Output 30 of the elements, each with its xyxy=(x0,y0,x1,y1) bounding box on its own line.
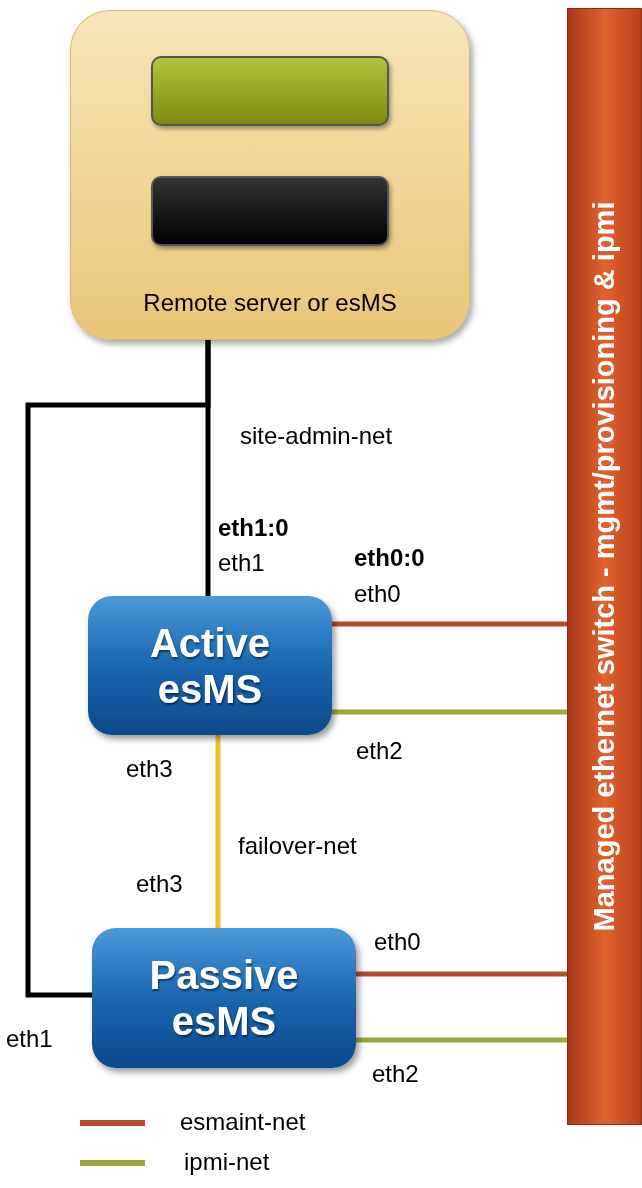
switch-label: Managed ethernet switch - mgmt/provisioning & ipmi xyxy=(588,201,621,932)
switch-bar xyxy=(567,8,642,1125)
network-line xyxy=(25,340,211,998)
network-line xyxy=(356,1037,567,1043)
network-line xyxy=(332,621,567,627)
network-line xyxy=(356,971,567,977)
server-name: Passive esMS xyxy=(148,952,300,1044)
server-box xyxy=(88,596,332,735)
network-line xyxy=(332,709,567,715)
interface-label: eth3 xyxy=(126,755,173,783)
server-box xyxy=(92,928,356,1068)
interface-label: eth0 xyxy=(354,580,401,608)
network-line xyxy=(215,735,221,928)
interface-label: eth3 xyxy=(136,870,183,898)
interface-label: eth0 xyxy=(374,928,421,956)
interface-label: eth2 xyxy=(372,1060,419,1088)
interface-label: eth0:0 xyxy=(354,544,425,572)
legend-label: ipmi-net xyxy=(184,1148,270,1176)
interface-label: eth1 xyxy=(218,549,265,577)
interface-label: eth1:0 xyxy=(218,514,289,542)
server-label: Remote server or esMS xyxy=(143,289,397,317)
interface-label: eth2 xyxy=(356,737,403,765)
network-label: failover-net xyxy=(238,832,357,860)
tool-box xyxy=(151,176,389,246)
server-panel xyxy=(70,10,470,340)
legend-label: esmaint-net xyxy=(180,1108,306,1136)
server-name: Active esMS xyxy=(148,619,272,712)
tool-box xyxy=(151,56,389,126)
interface-label: eth1 xyxy=(6,1025,53,1053)
network-label: site-admin-net xyxy=(240,422,393,450)
